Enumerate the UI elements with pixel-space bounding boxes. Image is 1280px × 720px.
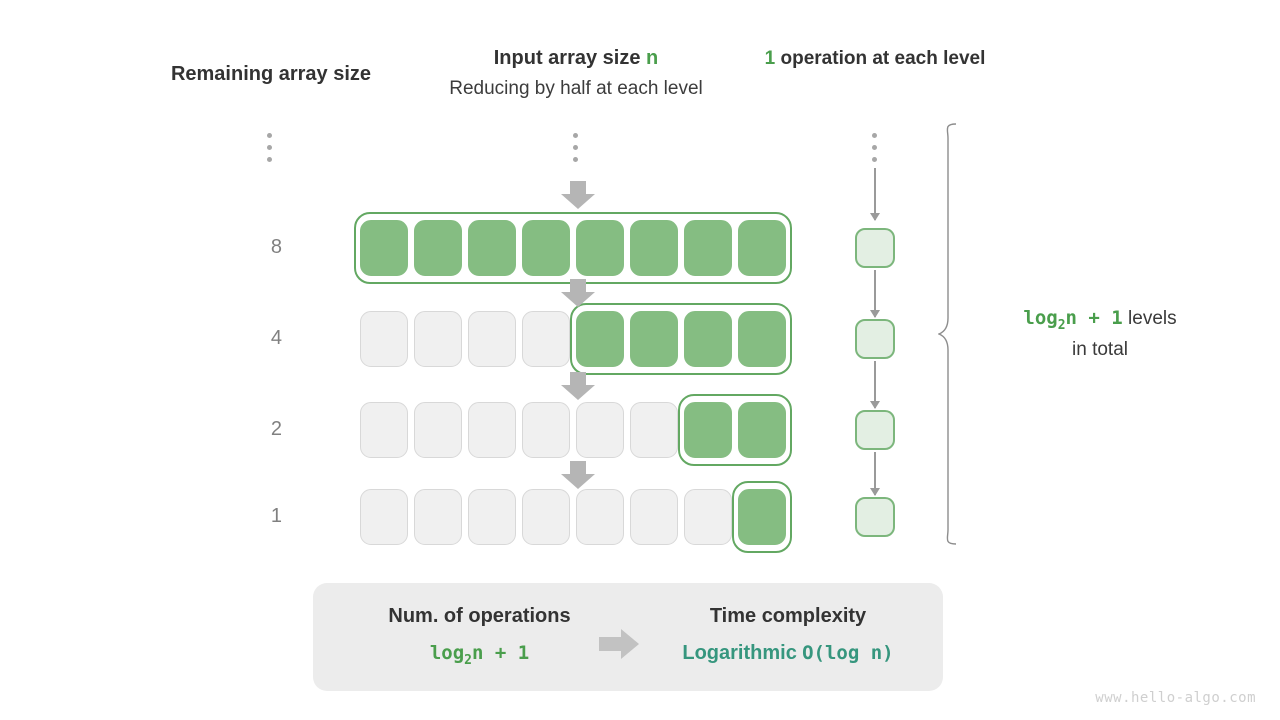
array-cell-active	[630, 220, 678, 276]
header-remaining-array-size: Remaining array size	[170, 63, 372, 85]
array-cell-discarded	[414, 489, 462, 545]
summary-complexity-notation: O(log n)	[802, 642, 894, 664]
array-cell-active	[684, 311, 732, 367]
summary-complexity-title: Time complexity	[709, 605, 867, 627]
array-cell-active	[522, 220, 570, 276]
summary-complexity-value: Logarithmic O(log n)	[653, 642, 923, 665]
summary-operations-formula: log2n + 1	[429, 642, 530, 668]
array-cell-active	[576, 220, 624, 276]
array-cell-active	[576, 311, 624, 367]
array-cell-active	[684, 402, 732, 458]
vertical-ellipsis-icon-middle	[573, 133, 581, 169]
levels-total-annotation: log2n + 1 levels in total	[975, 305, 1225, 363]
array-cell-discarded	[360, 402, 408, 458]
summary-box: Num. of operations log2n + 1 Time comple…	[313, 583, 943, 691]
array-cell-active	[738, 220, 786, 276]
active-subarray-outline	[570, 303, 792, 375]
operation-box	[855, 228, 895, 268]
array-cell-discarded	[360, 311, 408, 367]
array-row	[360, 481, 796, 553]
row-label-8: 8	[270, 236, 282, 258]
summary-operations-column: Num. of operations log2n + 1	[337, 605, 622, 668]
summary-complexity-name: Logarithmic	[682, 642, 797, 664]
array-row	[360, 394, 796, 466]
array-cell-active	[414, 220, 462, 276]
levels-brace-icon	[937, 122, 964, 551]
array-cell-discarded	[576, 489, 624, 545]
watermark: www.hello-algo.com	[1095, 690, 1256, 706]
array-cell-discarded	[576, 402, 624, 458]
array-cell-discarded	[684, 489, 732, 545]
halving-down-arrow-icon	[561, 279, 595, 307]
array-cell-discarded	[522, 311, 570, 367]
operation-link-arrow-icon	[870, 168, 880, 221]
active-subarray-outline	[732, 481, 792, 553]
row-label-1: 1	[270, 505, 282, 527]
array-cell-active	[630, 311, 678, 367]
header-input-text: Input array size	[493, 47, 641, 69]
array-cell-active	[360, 220, 408, 276]
summary-right-arrow-icon	[599, 629, 641, 659]
array-cell-active	[738, 311, 786, 367]
halving-down-arrow-icon	[561, 181, 595, 209]
header-input-variable: n	[646, 47, 659, 69]
operation-link-arrow-icon	[870, 361, 880, 409]
array-cell-discarded	[468, 311, 516, 367]
halving-down-arrow-icon	[561, 461, 595, 489]
header-input-array-size: Input array size n	[400, 46, 752, 72]
operation-box	[855, 410, 895, 450]
array-cell-discarded	[522, 489, 570, 545]
array-row	[354, 212, 796, 284]
operation-box	[855, 497, 895, 537]
array-cell-active	[738, 402, 786, 458]
header-ops-count: 1	[764, 48, 776, 69]
header-operations-per-level: 1 operation at each level	[760, 46, 990, 72]
vertical-ellipsis-icon-left	[267, 133, 275, 169]
levels-formula: log2n + 1	[1023, 307, 1123, 333]
summary-complexity-column: Time complexity Logarithmic O(log n)	[653, 605, 923, 665]
operation-link-arrow-icon	[870, 270, 880, 318]
levels-line2: in total	[1072, 338, 1128, 360]
array-cell-active	[684, 220, 732, 276]
active-subarray-outline	[354, 212, 792, 284]
active-subarray-outline	[678, 394, 792, 466]
array-cell-discarded	[468, 489, 516, 545]
row-label-4: 4	[270, 327, 282, 349]
summary-operations-title: Num. of operations	[388, 605, 571, 627]
row-label-2: 2	[270, 418, 282, 440]
array-cell-discarded	[630, 489, 678, 545]
array-cell-discarded	[522, 402, 570, 458]
array-cell-active	[738, 489, 786, 545]
array-cell-discarded	[630, 402, 678, 458]
operation-box	[855, 319, 895, 359]
operation-link-arrow-icon	[870, 452, 880, 496]
summary-operations-value: log2n + 1	[337, 642, 622, 668]
halving-down-arrow-icon	[561, 372, 595, 400]
array-cell-active	[468, 220, 516, 276]
header-ops-text: operation at each level	[780, 48, 986, 69]
array-cell-discarded	[414, 402, 462, 458]
array-cell-discarded	[414, 311, 462, 367]
array-cell-discarded	[468, 402, 516, 458]
vertical-ellipsis-icon-right	[872, 133, 880, 169]
levels-suffix: levels	[1128, 308, 1177, 329]
header-input-subtitle: Reducing by half at each level	[449, 78, 703, 99]
array-row	[360, 303, 796, 375]
array-cell-discarded	[360, 489, 408, 545]
